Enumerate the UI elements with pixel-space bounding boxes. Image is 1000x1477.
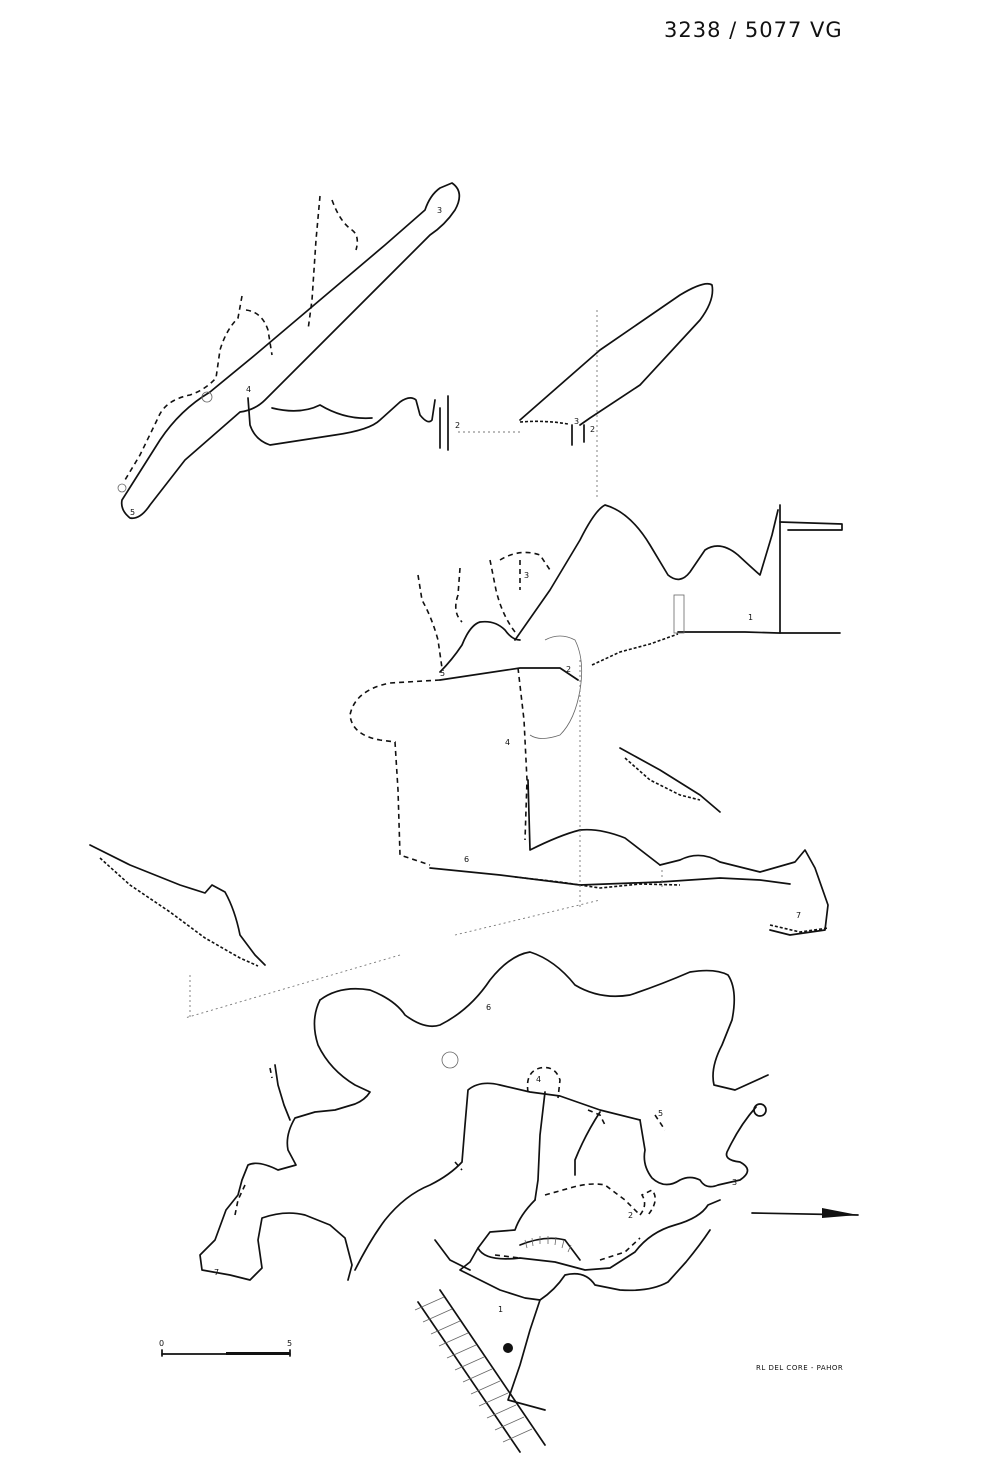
station-label: 3 — [524, 571, 529, 580]
station-label: 6 — [486, 1003, 491, 1012]
section-floor — [429, 867, 791, 886]
plan-dashed-inner — [544, 1183, 656, 1216]
plan-entrance-symbol — [753, 1103, 767, 1117]
masonry-wall-symbol — [673, 594, 685, 634]
plan-railway-track — [417, 1289, 546, 1453]
profile-1-left-chamber — [124, 295, 243, 481]
plan-main-outline — [319, 951, 769, 1188]
slope-profile-outline — [89, 844, 266, 966]
plan-entrance-passage — [434, 1239, 546, 1411]
station-label: 2 — [628, 1211, 633, 1220]
section-dashed-shaft — [417, 574, 443, 669]
station-label: 4 — [505, 738, 510, 747]
section-roof — [439, 667, 579, 681]
scale-bar-ticks — [161, 1349, 291, 1357]
plan-stair-arc — [519, 1237, 581, 1261]
profile-1-pool-symbol — [201, 391, 213, 403]
section-dashed-shaft-b — [454, 567, 463, 623]
profile-1-upper-lip — [331, 199, 359, 251]
plan-railway-sleepers — [414, 1296, 533, 1443]
section-surface-ridge — [514, 504, 779, 641]
station-label: 1 — [498, 1305, 503, 1314]
profile-section-left-slope — [89, 844, 266, 1020]
plan-inner-wall-a — [534, 1091, 546, 1201]
station-label: 4 — [246, 385, 251, 394]
section-inner-chamber — [529, 635, 583, 739]
section-right-chamber — [659, 849, 829, 936]
plan-left-wall — [274, 1064, 291, 1121]
section-rubble-slope — [591, 633, 679, 666]
profile-1-main-gallery — [120, 182, 461, 520]
plan-survey-point — [503, 1343, 513, 1353]
station-label: 5 — [658, 1109, 663, 1118]
section-dashed-dome — [489, 551, 551, 633]
north-arrow-head — [822, 1208, 858, 1218]
profile-2-rubble-floor — [519, 420, 569, 425]
plan-dashed-left — [234, 1067, 463, 1216]
plan-central-ridge — [354, 1082, 641, 1271]
plan-dashed-lower — [494, 1237, 641, 1261]
station-label: 7 — [796, 911, 801, 920]
station-label: 3 — [437, 206, 442, 215]
slope-profile-rubble — [99, 857, 259, 967]
station-label: 2 — [590, 425, 595, 434]
station-label: 6 — [464, 855, 469, 864]
section-lower-chamber — [349, 679, 441, 866]
plan-shaft-symbol — [441, 1051, 459, 1069]
station-label: 2 — [566, 665, 571, 674]
scale-end-label: 5 — [287, 1339, 292, 1348]
profile-1-lower-passage — [247, 397, 436, 446]
section-link-line — [184, 899, 601, 1019]
plan-lower-chamber-b — [459, 1229, 711, 1301]
scale-bar: 0 5 — [159, 1339, 292, 1357]
plan-left-wing — [199, 999, 371, 1281]
profile-1-dome — [245, 309, 273, 356]
plan-inner-wall-b — [574, 1111, 601, 1176]
profile-section-upper-right: 2 3 — [519, 282, 714, 500]
station-label: 1 — [748, 613, 753, 622]
station-label: 5 — [130, 508, 135, 517]
station-label: 5 — [440, 669, 445, 678]
profile-2-gallery — [519, 282, 714, 426]
profile-1-block-symbol — [117, 483, 127, 493]
profile-section-upper-left: 4 3 5 2 — [117, 182, 520, 520]
profile-1-floor — [271, 404, 373, 420]
scale-bar-fill — [226, 1352, 290, 1355]
section-right-slope — [619, 747, 721, 813]
section-right-rubble — [624, 757, 701, 801]
plan-dashed-dome-4 — [526, 1066, 561, 1099]
survey-authors: RL DEL CORE - PAHOR — [756, 1364, 844, 1372]
plan-view: 6 4 5 3 2 7 1 — [199, 951, 859, 1453]
profile-1-upper-shaft — [307, 195, 321, 331]
catalogue-reference: 3238 / 5077 VG — [664, 18, 843, 42]
plan-dashed-upper — [587, 1109, 666, 1131]
section-central-shaft — [517, 667, 528, 841]
section-entrance-floor — [677, 631, 841, 634]
station-label: 7 — [214, 1268, 219, 1277]
plan-stair-ticks — [524, 1236, 572, 1253]
plan-lower-chamber — [477, 1199, 721, 1271]
section-rubble-floor — [514, 876, 829, 933]
station-label: 2 — [455, 421, 460, 430]
section-central-wall — [527, 779, 661, 866]
longitudinal-section: 3 1 5 2 4 6 7 — [184, 504, 843, 1019]
station-label: 3 — [574, 417, 579, 426]
section-upper-chamber — [439, 620, 521, 673]
section-shaft-beam — [779, 521, 843, 531]
station-label: 3 — [732, 1178, 737, 1187]
station-label: 4 — [536, 1075, 541, 1084]
scale-start-label: 0 — [159, 1339, 164, 1348]
